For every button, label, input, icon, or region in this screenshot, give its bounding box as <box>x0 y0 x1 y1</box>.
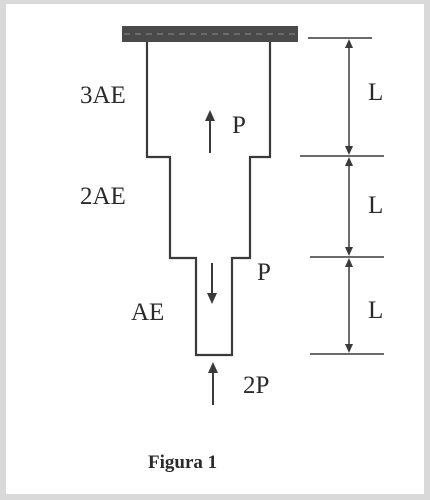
load-arrow-up-top <box>205 110 215 153</box>
dimension-extension-lines <box>300 37 384 355</box>
dimension-arrow-middle <box>345 157 353 256</box>
dimension-arrow-bottom <box>345 258 353 353</box>
dimension-arrow-top <box>345 39 353 155</box>
fixed-support <box>122 26 298 42</box>
figure-caption: Figura 1 <box>148 452 217 473</box>
dimension-label-bottom: L <box>368 297 383 324</box>
load-label-top: P <box>232 112 246 139</box>
section-label-bottom: AE <box>131 299 164 326</box>
load-label-middle: P <box>257 259 271 286</box>
load-label-bottom: 2P <box>243 372 269 399</box>
stepped-bar-outline <box>145 42 272 357</box>
dimension-label-top: L <box>368 79 383 106</box>
load-arrow-down-middle <box>207 263 217 304</box>
dimension-label-middle: L <box>368 192 383 219</box>
section-label-top: 3AE <box>80 82 126 109</box>
load-arrow-up-bottom <box>208 362 218 405</box>
section-label-middle: 2AE <box>80 183 126 210</box>
figure-panel <box>6 4 424 494</box>
